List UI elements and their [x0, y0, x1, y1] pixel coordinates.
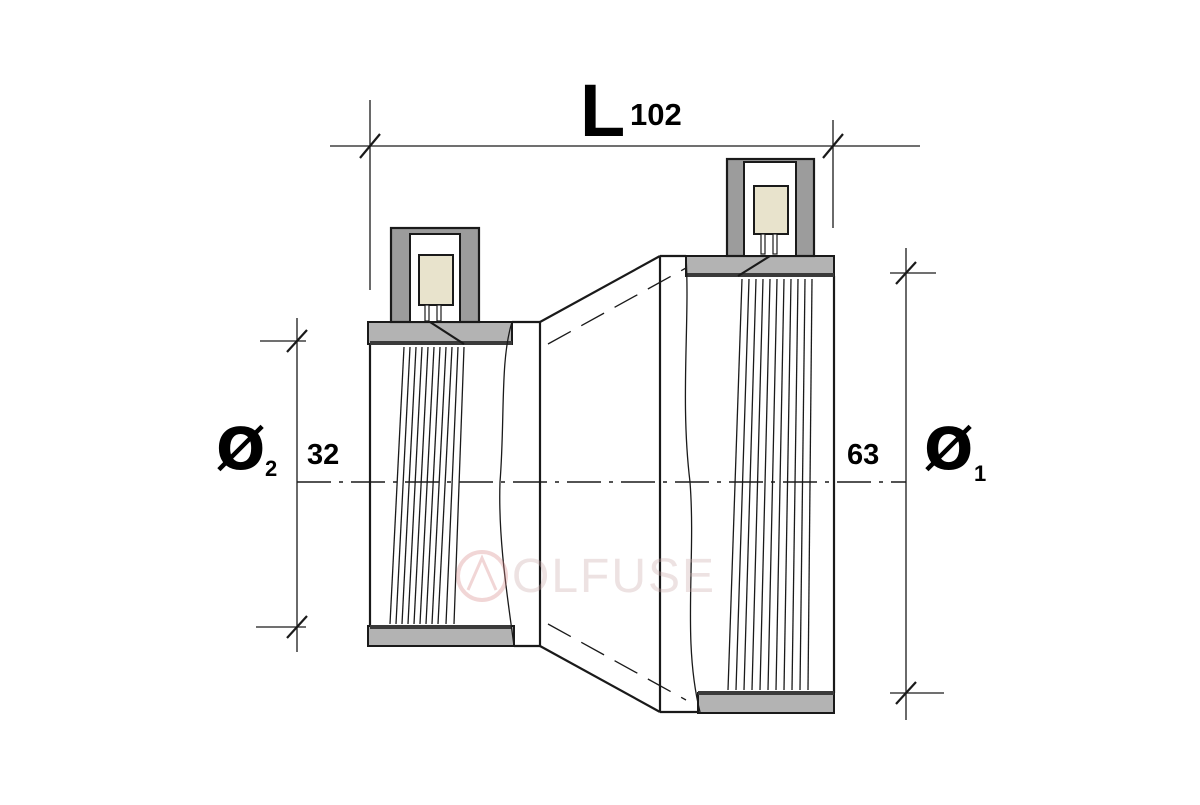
length-value: 102	[630, 97, 682, 132]
diameter-1-dimension	[890, 248, 944, 720]
large-socket-break-line	[684, 255, 701, 713]
small-socket-top-band	[367, 321, 513, 345]
small-socket-terminal	[389, 226, 481, 345]
diameter-1-index: 1	[974, 461, 987, 486]
d2-tick-bottom	[286, 615, 308, 639]
conical-body	[539, 254, 700, 714]
length-tick-right	[822, 133, 844, 159]
cone-bottom-edge	[539, 645, 661, 713]
large-socket-heating-wires	[727, 278, 813, 691]
diameter-2-symbol: Ø	[216, 415, 266, 483]
small-socket-break-line	[499, 321, 515, 647]
watermark: OLFUSE	[512, 548, 716, 604]
large-socket-bottom-band	[697, 692, 835, 714]
d1-tick-top	[895, 261, 917, 285]
diameter-2-value: 32	[307, 439, 340, 471]
watermark-logo	[456, 550, 508, 602]
diameter-1-symbol: Ø	[924, 415, 974, 483]
d2-tick-top	[286, 329, 308, 353]
small-socket-heating-wires	[389, 346, 465, 625]
d1-tick-bottom	[895, 681, 917, 705]
watermark-text: OLFUSE	[512, 549, 717, 603]
diameter-2-index: 2	[265, 456, 278, 481]
cone-top-hidden-line	[547, 267, 687, 345]
diameter-2-dimension	[256, 318, 308, 652]
length-dimension	[330, 100, 920, 290]
large-socket	[684, 157, 836, 714]
cone-top-edge	[539, 255, 661, 323]
diameter-1-value: 63	[847, 439, 880, 471]
length-tick-left	[359, 133, 381, 159]
length-symbol: L	[580, 69, 626, 152]
large-socket-terminal	[725, 157, 816, 277]
cone-bottom-hidden-line	[547, 623, 687, 701]
small-socket	[367, 226, 515, 647]
neck-section	[512, 320, 542, 648]
